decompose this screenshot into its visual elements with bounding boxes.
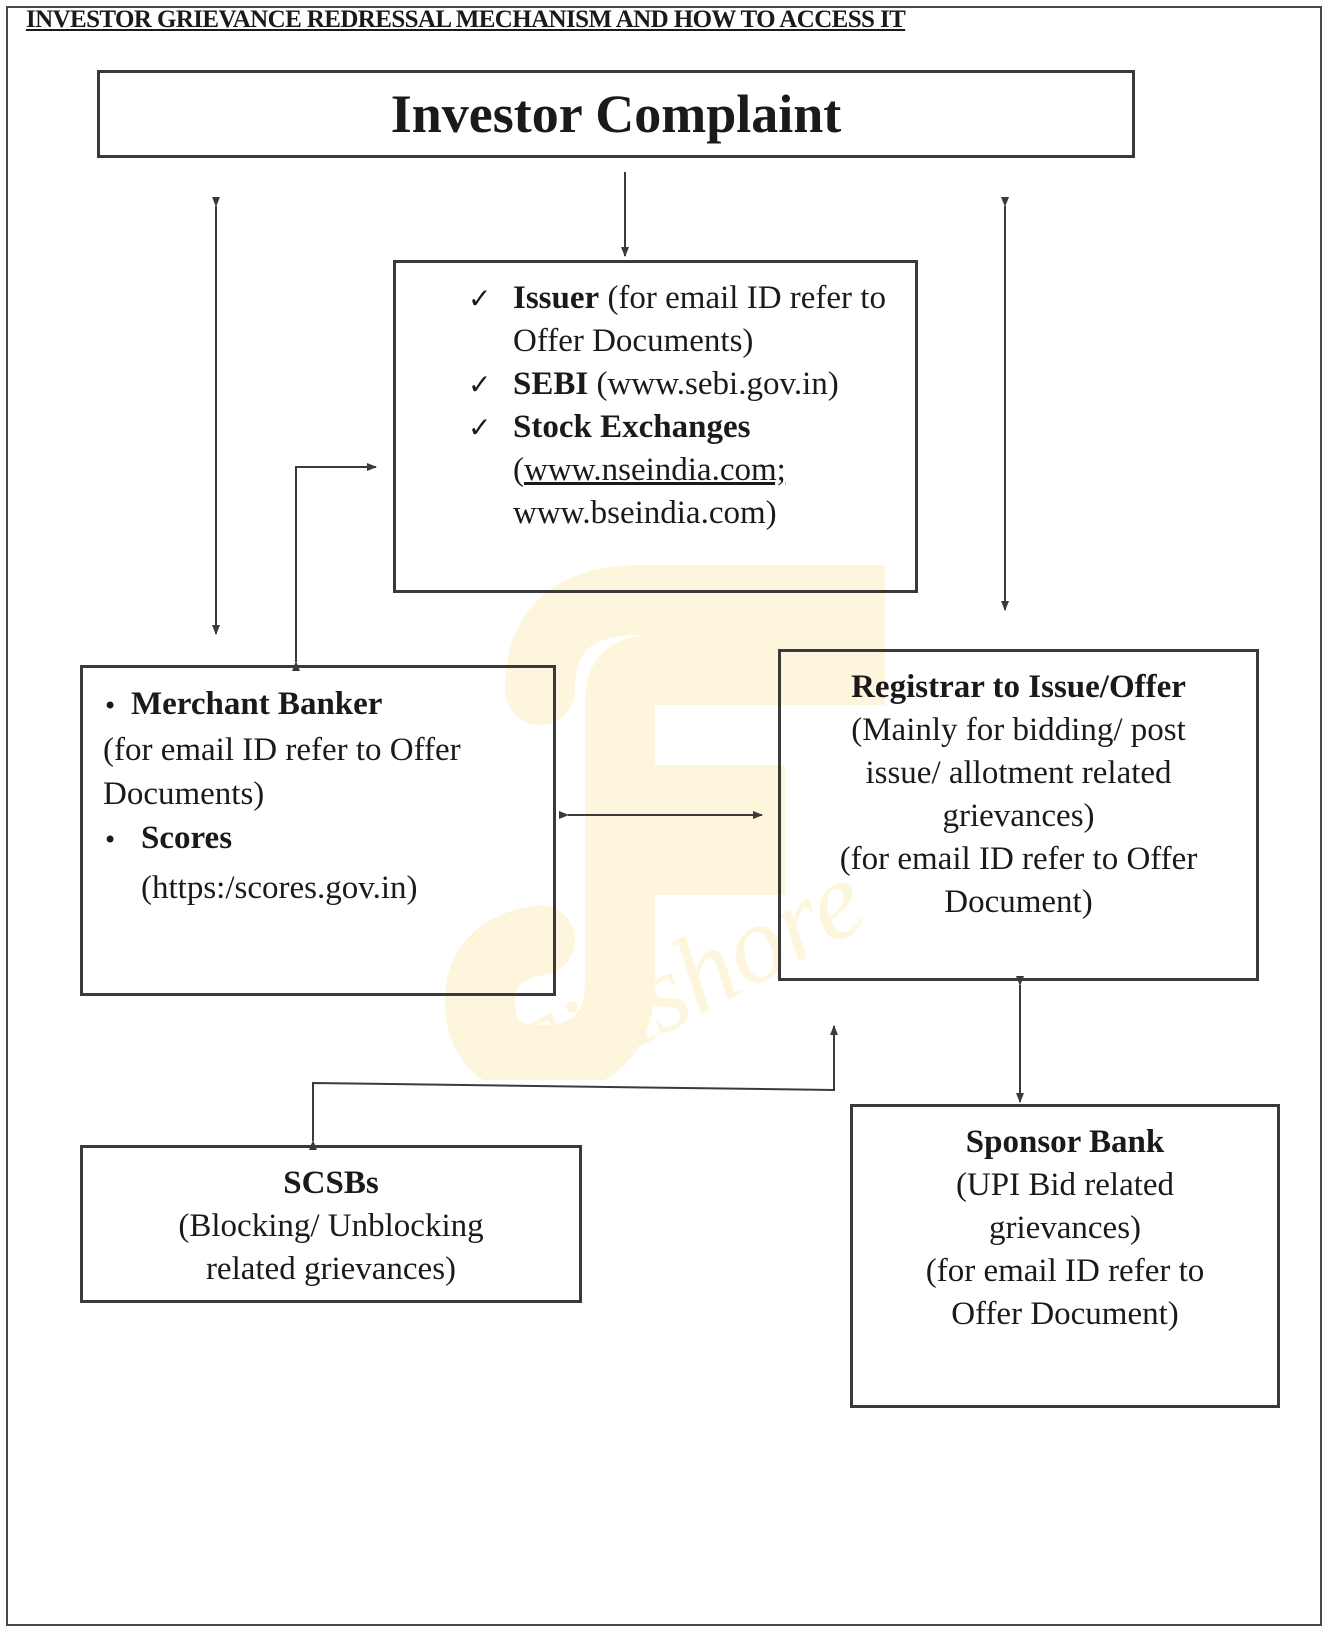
sponsor-bank-box: Sponsor Bank (UPI Bid related grievances… [850, 1104, 1280, 1408]
investor-complaint-label: Investor Complaint [390, 84, 842, 144]
investor-complaint-box: Investor Complaint [97, 70, 1135, 158]
scsbs-heading: SCSBs [283, 1165, 379, 1201]
sponsor-bank-heading: Sponsor Bank [965, 1124, 1165, 1160]
issuer-box: ✓ Issuer (for email ID refer to Offer Do… [393, 260, 918, 593]
bullet-icon: • [103, 826, 118, 854]
registrar-box: Registrar to Issue/Offer (Mainly for bid… [778, 649, 1259, 981]
scores-label: Scores [141, 820, 233, 856]
check-item-stock-exchanges: ✓ Stock Exchanges (www.nseindia.com; www.… [468, 406, 913, 535]
page-title: INVESTOR GRIEVANCE REDRESSAL MECHANISM A… [26, 6, 906, 33]
stock-exchanges-label: Stock Exchanges [513, 409, 751, 445]
scsbs-box: SCSBs (Blocking/ Unblocking related grie… [80, 1145, 582, 1303]
contact-check-list: ✓ Issuer (for email ID refer to Offer Do… [468, 277, 913, 535]
registrar-heading: Registrar to Issue/Offer [851, 669, 1186, 705]
check-icon: ✓ [468, 368, 492, 401]
scsbs-note: (Blocking/ Unblocking related grievances… [178, 1208, 484, 1287]
sebi-label: SEBI [513, 366, 589, 402]
arrow-scsbs-registrar [309, 1025, 838, 1150]
check-item-sebi: ✓ SEBI (www.sebi.gov.in) [468, 363, 913, 406]
scores-website: (https:/scores.gov.in) [141, 870, 418, 906]
sebi-website: (www.sebi.gov.in) [588, 366, 839, 402]
paren-open: ( [513, 452, 524, 488]
merchant-banker-item: • Merchant Banker [103, 682, 523, 728]
check-item-issuer: ✓ Issuer (for email ID refer to Offer Do… [468, 277, 913, 363]
registrar-email-note: (for email ID refer to Offer Document) [839, 841, 1198, 920]
sponsor-bank-email-note: (for email ID refer to Offer Document) [925, 1253, 1205, 1332]
scores-item: • Scores [103, 816, 523, 862]
nse-link[interactable]: www.nseindia.com; [524, 452, 786, 488]
merchant-banker-box: • Merchant Banker (for email ID refer to … [80, 665, 556, 996]
sponsor-bank-purpose: (UPI Bid related grievances) [955, 1167, 1175, 1246]
issuer-note: (for email ID refer to Offer Documents) [513, 280, 886, 359]
issuer-label: Issuer [513, 280, 600, 316]
merchant-banker-label: Merchant Banker [131, 686, 383, 722]
check-icon: ✓ [468, 282, 492, 315]
bse-website: www.bseindia.com) [513, 495, 777, 531]
merchant-banker-note: (for email ID refer to Offer Documents) [103, 732, 461, 812]
check-icon: ✓ [468, 411, 492, 444]
bullet-icon: • [103, 692, 118, 720]
registrar-purpose: (Mainly for bidding/ post issue/ allotme… [851, 712, 1186, 834]
arrow-merchant-issuer [292, 463, 377, 671]
